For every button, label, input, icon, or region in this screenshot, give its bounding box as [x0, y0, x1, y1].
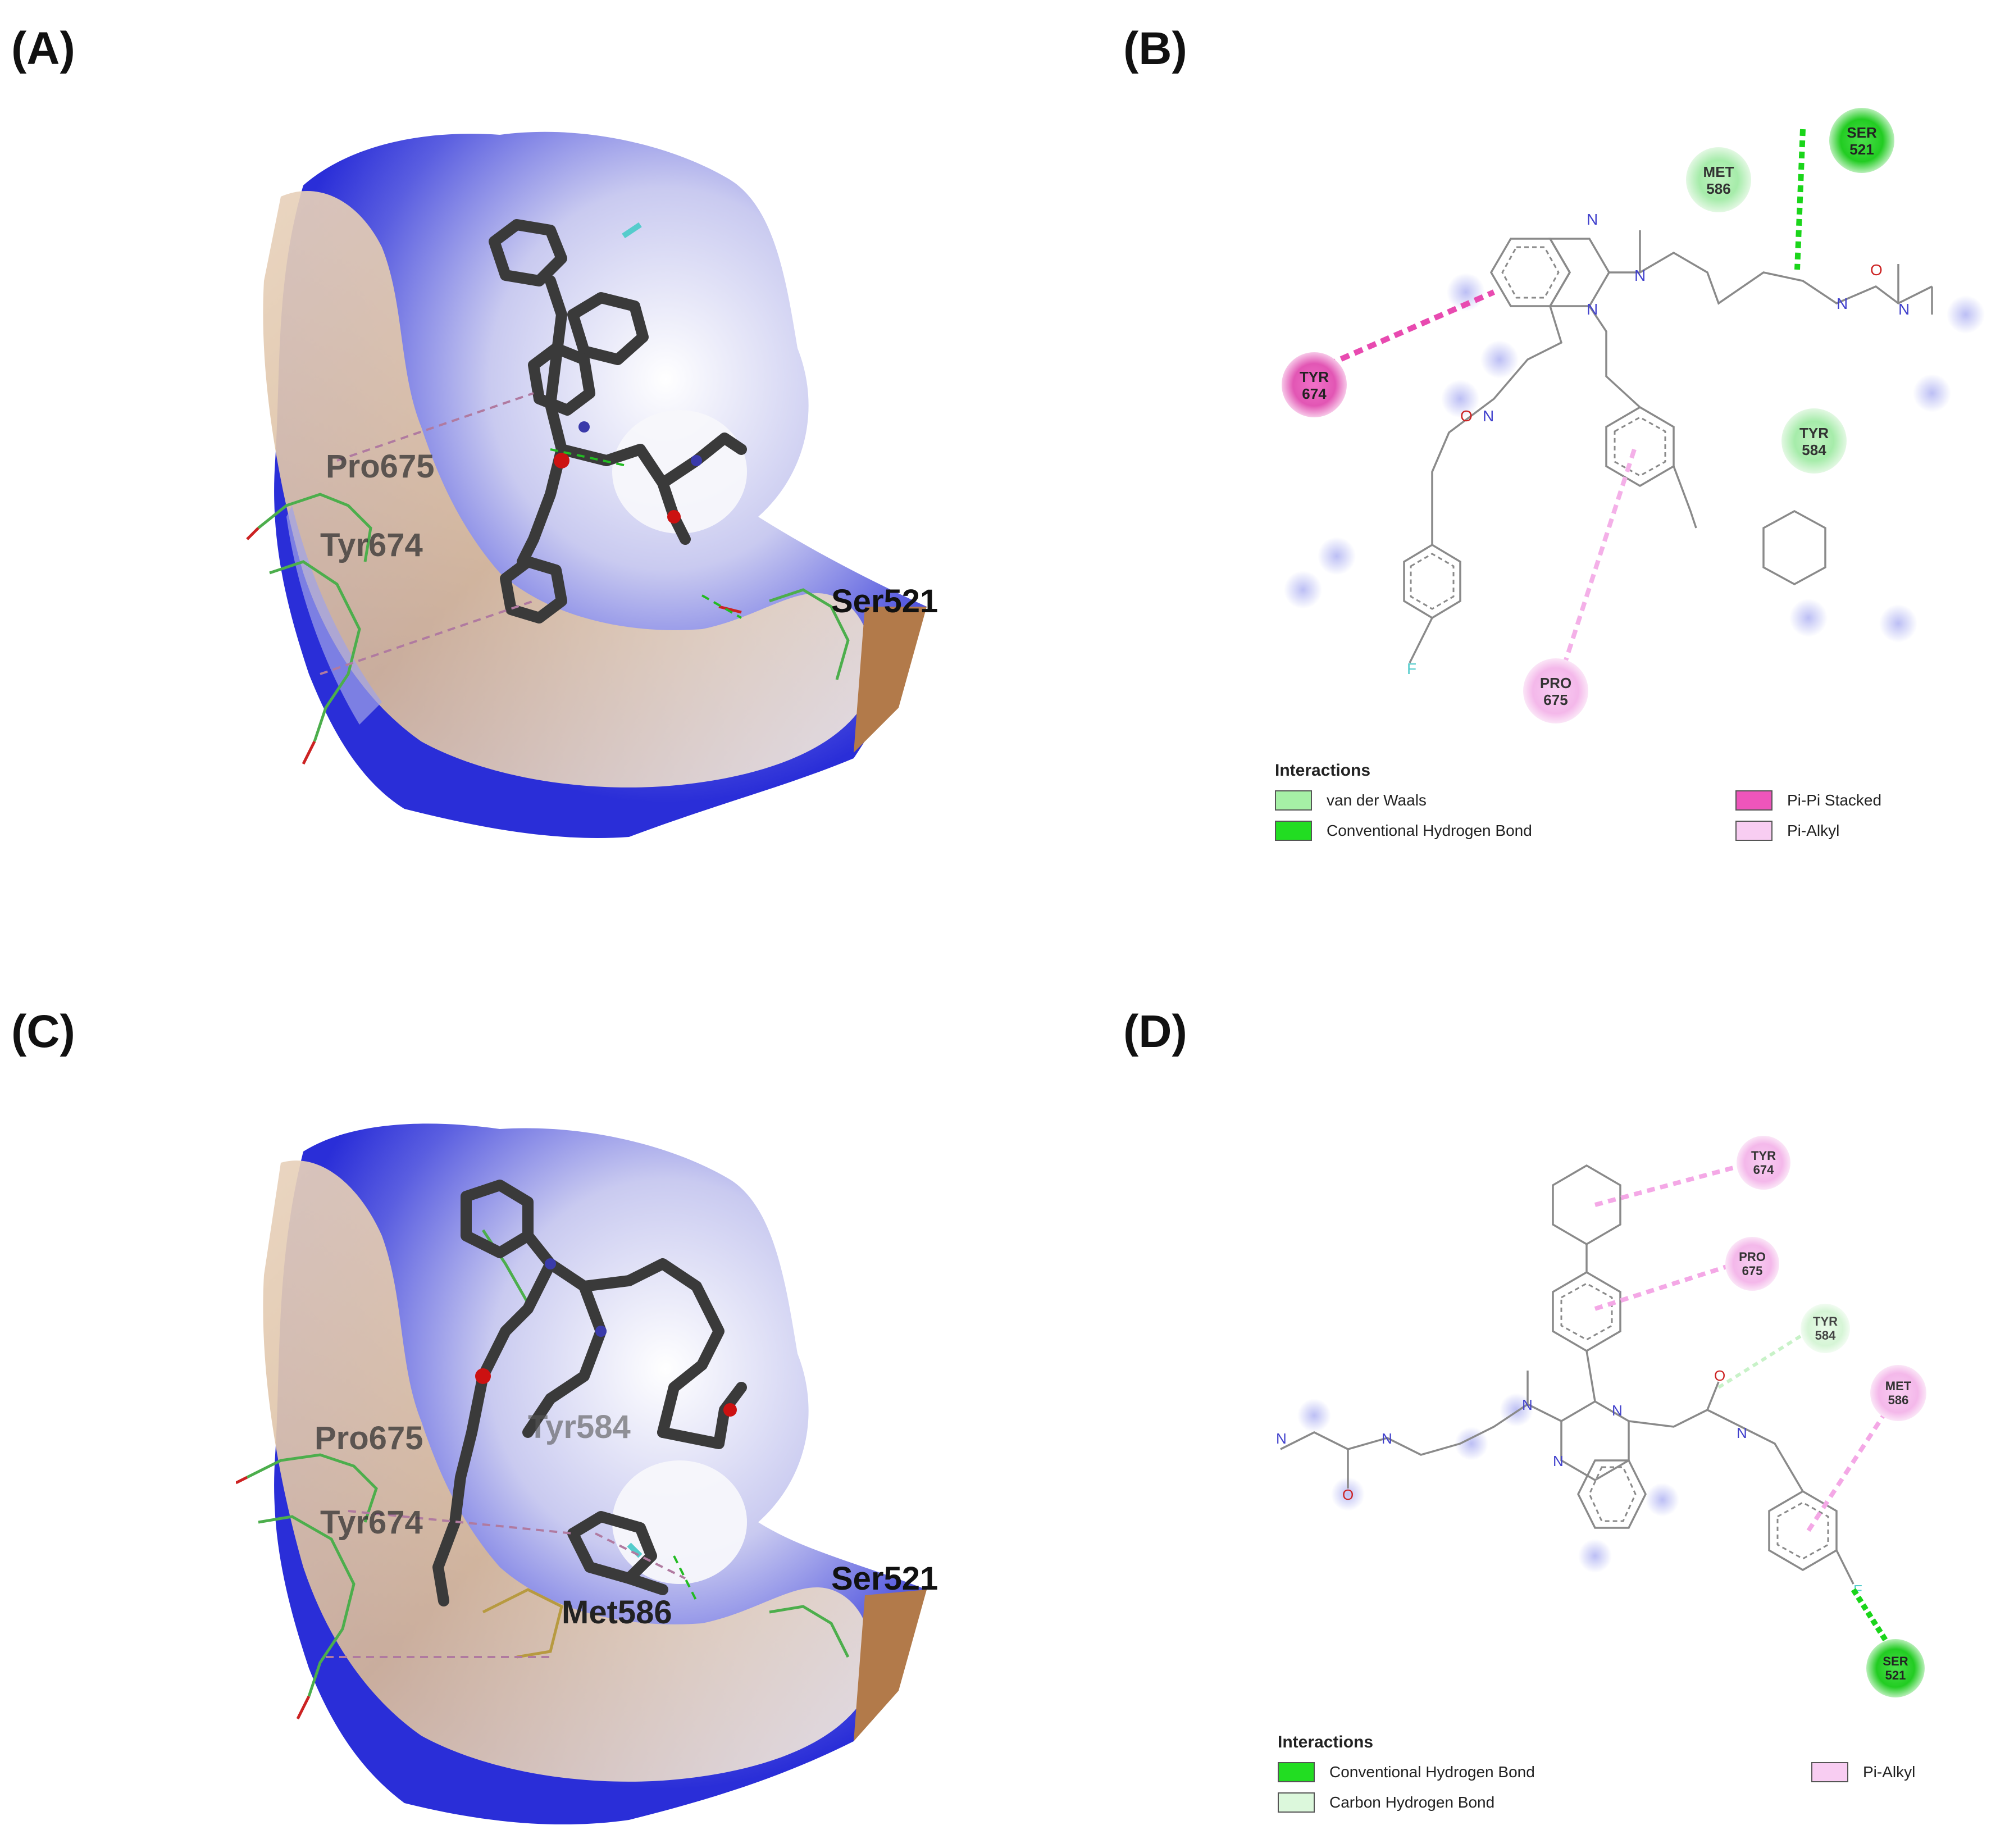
- svg-text:N: N: [1483, 407, 1494, 425]
- svg-text:586: 586: [1706, 180, 1730, 197]
- legend-item-carbon-hydrogen-bond: Carbon Hydrogen Bond: [1278, 1792, 1494, 1813]
- svg-text:N: N: [1522, 1396, 1533, 1413]
- legend-swatch: [1735, 821, 1772, 841]
- ligand-atom-labels: N N N N N N O O F: [1407, 211, 1910, 677]
- residue-tyr584: TYR 584: [1781, 408, 1847, 474]
- svg-text:TYR: TYR: [1751, 1149, 1776, 1163]
- ligand-double-bonds: [1560, 1282, 1829, 1560]
- residue-met586: MET 586: [1686, 147, 1751, 212]
- residue-label-pro675: Pro675: [326, 448, 434, 485]
- panel-b-interaction-diagram: N N N N N N O O F MET 586 SER 521: [1247, 79, 1999, 741]
- residue-sticks: [246, 493, 850, 765]
- solvent-halos: [1284, 273, 1985, 643]
- legend-swatch: [1811, 1762, 1848, 1782]
- svg-text:TYR: TYR: [1799, 425, 1829, 441]
- svg-text:675: 675: [1742, 1264, 1763, 1278]
- svg-text:MET: MET: [1885, 1379, 1912, 1393]
- svg-text:PRO: PRO: [1739, 1250, 1766, 1264]
- residue-label-tyr674: Tyr674: [320, 1504, 423, 1541]
- interaction-lines: [1594, 1160, 1895, 1653]
- panel-label-a: (A): [11, 23, 75, 74]
- solvent-halos: [1297, 1393, 1679, 1573]
- svg-text:674: 674: [1753, 1163, 1774, 1177]
- protein-surface: [263, 131, 927, 838]
- legend-title: Interactions: [1278, 1733, 1374, 1751]
- residue-label-met586: Met586: [562, 1594, 672, 1631]
- svg-text:MET: MET: [1703, 163, 1734, 180]
- svg-text:F: F: [1407, 660, 1416, 677]
- svg-text:584: 584: [1802, 441, 1826, 458]
- svg-text:TYR: TYR: [1813, 1314, 1838, 1328]
- residue-label-ser521: Ser521: [831, 1560, 938, 1597]
- panel-c-surface-view: Pro675 Tyr584 Tyr674 Met586 Ser521: [236, 1118, 1022, 1848]
- residue-ser521: SER 521: [1829, 108, 1894, 173]
- residue-tyr584: TYR 584: [1801, 1304, 1850, 1353]
- legend-item-pi-alkyl: Pi-Alkyl: [1735, 821, 1839, 841]
- svg-text:N: N: [1587, 301, 1598, 318]
- legend-b: Interactions van der Waals Conventional …: [1275, 761, 1949, 862]
- svg-text:674: 674: [1302, 385, 1327, 402]
- residue-label-pro675: Pro675: [315, 1420, 423, 1456]
- ligand-sticks: [432, 1180, 747, 1606]
- svg-text:521: 521: [1885, 1668, 1906, 1682]
- ligand-skeleton: [1403, 230, 1933, 663]
- ligand-double-bonds: [1410, 246, 1666, 610]
- panel-label-b: (B): [1123, 23, 1187, 74]
- residue-label-tyr584: Tyr584: [528, 1409, 631, 1445]
- residue-tyr674: TYR 674: [1282, 352, 1347, 417]
- svg-text:O: O: [1460, 407, 1473, 425]
- svg-text:TYR: TYR: [1300, 368, 1329, 385]
- svg-text:N: N: [1553, 1453, 1564, 1469]
- svg-text:N: N: [1634, 267, 1646, 284]
- residue-tyr674: TYR 674: [1737, 1136, 1790, 1190]
- svg-text:O: O: [1342, 1486, 1354, 1503]
- legend-d: Interactions Conventional Hydrogen Bond …: [1278, 1733, 1952, 1828]
- svg-text:O: O: [1870, 261, 1883, 279]
- legend-swatch: [1735, 790, 1772, 811]
- svg-text:N: N: [1737, 1424, 1747, 1441]
- residue-met586: MET 586: [1870, 1365, 1926, 1421]
- svg-text:675: 675: [1543, 691, 1568, 708]
- svg-text:N: N: [1276, 1430, 1287, 1447]
- svg-text:584: 584: [1815, 1328, 1836, 1342]
- residue-pro675: PRO 675: [1523, 658, 1588, 723]
- svg-text:N: N: [1587, 211, 1598, 228]
- panel-d-interaction-diagram: N N N N N N O O F TYR 674 PRO 675: [1247, 1112, 1999, 1724]
- interaction-lines: [320, 392, 742, 675]
- svg-text:586: 586: [1888, 1393, 1909, 1407]
- panel-a-surface-view: Pro675 Tyr674 Ser521: [236, 112, 1022, 854]
- ligand-atoms: [554, 222, 702, 524]
- svg-text:O: O: [1714, 1367, 1725, 1384]
- legend-swatch: [1278, 1792, 1315, 1813]
- panel-label-d: (D): [1123, 1006, 1187, 1057]
- residue-label-ser521: Ser521: [831, 583, 938, 620]
- residue-pro675: PRO 675: [1725, 1237, 1779, 1291]
- svg-text:PRO: PRO: [1540, 675, 1571, 691]
- ligand-skeleton: [1280, 1164, 1854, 1585]
- panel-label-c: (C): [11, 1006, 75, 1057]
- legend-item-pi-alkyl: Pi-Alkyl: [1811, 1762, 1915, 1782]
- svg-text:N: N: [1612, 1402, 1623, 1419]
- legend-item-conventional-hydrogen-bond: Conventional Hydrogen Bond: [1275, 821, 1532, 841]
- ligand-atom-labels: N N N N N N O O F: [1276, 1367, 1862, 1599]
- legend-swatch: [1275, 790, 1312, 811]
- residue-sticks: [236, 1229, 850, 1720]
- svg-text:SER: SER: [1883, 1654, 1908, 1668]
- svg-text:521: 521: [1849, 141, 1874, 158]
- residue-label-tyr674: Tyr674: [320, 527, 423, 563]
- svg-text:SER: SER: [1847, 124, 1877, 141]
- legend-swatch: [1278, 1762, 1315, 1782]
- legend-item-conventional-hydrogen-bond: Conventional Hydrogen Bond: [1278, 1762, 1535, 1782]
- svg-text:N: N: [1837, 295, 1848, 312]
- interaction-lines: [326, 1510, 698, 1658]
- legend-swatch: [1275, 821, 1312, 841]
- legend-title: Interactions: [1275, 761, 1371, 780]
- svg-text:N: N: [1382, 1430, 1392, 1447]
- residue-ser521: SER 521: [1866, 1639, 1925, 1697]
- legend-item-van-der-waals: van der Waals: [1275, 790, 1427, 811]
- legend-item-pi-pi-stacked: Pi-Pi Stacked: [1735, 790, 1881, 811]
- interaction-lines: [1313, 129, 1806, 675]
- svg-text:N: N: [1898, 301, 1910, 318]
